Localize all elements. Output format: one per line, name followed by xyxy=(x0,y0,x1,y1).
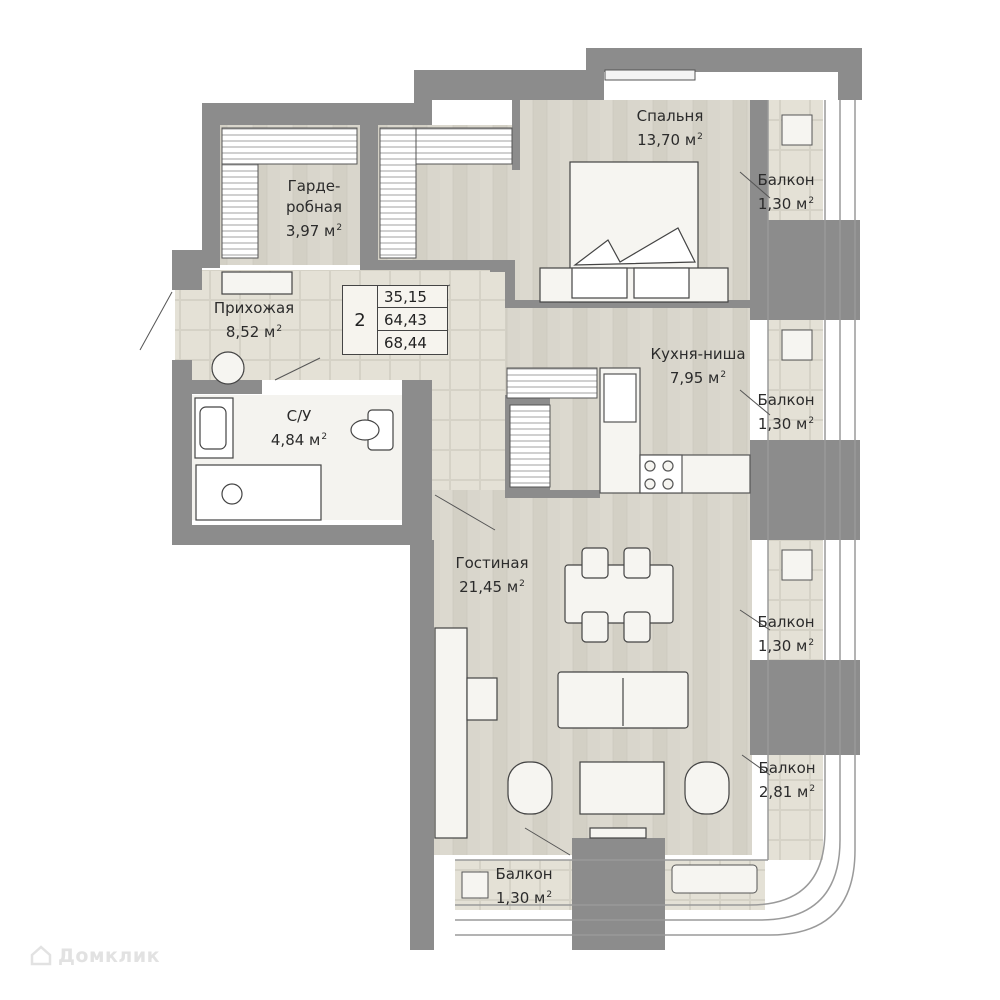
hallway-label: Прихожая 8,52 м2 xyxy=(213,299,295,341)
radiator xyxy=(604,69,696,81)
hallway-furniture xyxy=(211,271,293,385)
balcony-floor-4 xyxy=(768,755,823,860)
dining-set xyxy=(564,547,674,643)
living-furniture xyxy=(434,627,730,839)
balcony-2-label: Балкон 1,30 м2 xyxy=(757,391,815,433)
balcony-rails xyxy=(455,100,856,936)
area-with-balconies-value: 68,44 xyxy=(384,334,427,352)
bathroom-fixtures xyxy=(194,397,394,521)
living-area-value: 35,15 xyxy=(378,286,447,308)
balcony-1-label: Балкон 1,30 м2 xyxy=(757,171,815,213)
wardrobe-label: Гарде- робная 3,97 м2 xyxy=(285,177,343,240)
watermark-text: Домклик xyxy=(58,945,161,967)
total-area-value: 64,43 xyxy=(378,309,447,331)
balcony-furniture xyxy=(461,114,813,899)
balcony-5-label: Балкон 1,30 м2 xyxy=(495,865,553,907)
wardrobe-shelving xyxy=(221,127,598,488)
living-label: Гостиная 21,45 м2 xyxy=(455,554,529,596)
area-summary-box: 2 35,15 64,43 68,44 xyxy=(342,285,448,355)
room-count: 2 xyxy=(343,286,378,354)
balcony-4-label: Балкон 2,81 м2 xyxy=(758,759,816,801)
watermark: Домклик xyxy=(30,944,160,967)
kitchen-fixtures xyxy=(599,367,751,494)
bathroom-label: С/У 4,84 м2 xyxy=(270,407,328,449)
house-logo-icon xyxy=(30,945,52,966)
bed xyxy=(539,161,729,303)
walls xyxy=(172,48,862,950)
bedroom-label: Спальня 13,70 м2 xyxy=(636,107,704,149)
kitchen-label: Кухня-ниша 7,95 м2 xyxy=(650,345,746,387)
balcony-3-label: Балкон 1,30 м2 xyxy=(757,613,815,655)
